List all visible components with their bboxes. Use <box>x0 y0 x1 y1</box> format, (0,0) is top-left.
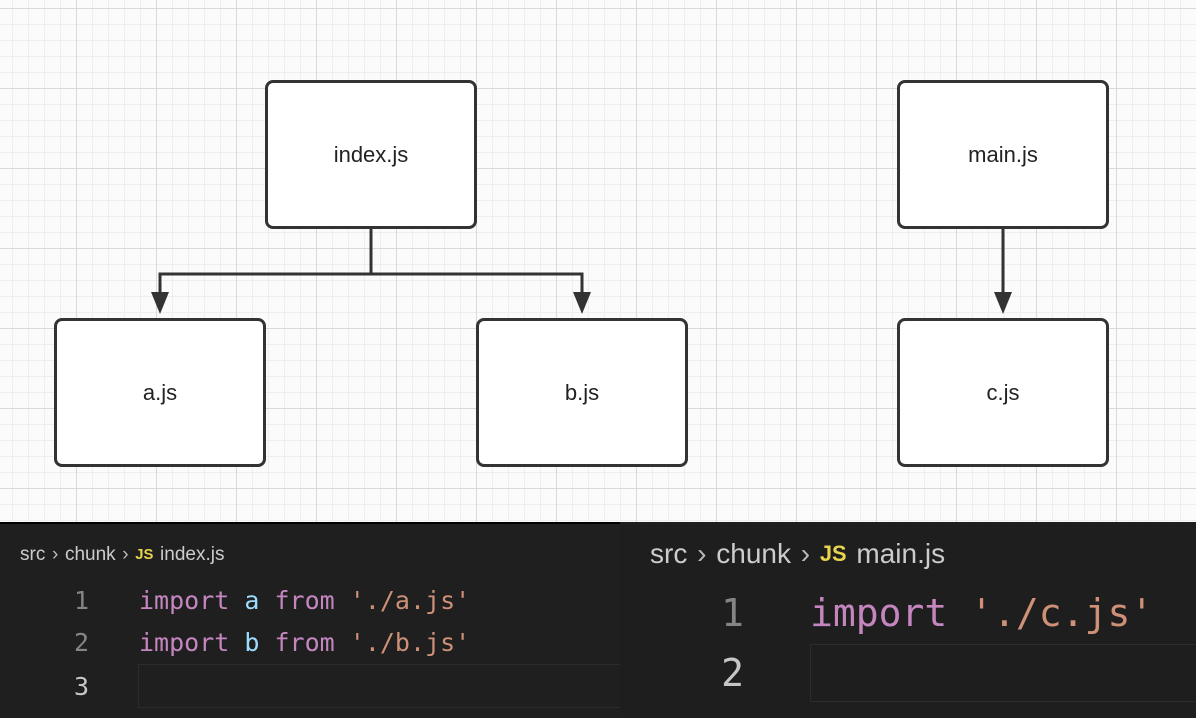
breadcrumb-src[interactable]: src <box>650 538 688 569</box>
current-line-highlight <box>810 644 1196 702</box>
chevron-right-icon: › <box>122 544 129 565</box>
chevron-right-icon: › <box>800 538 811 569</box>
node-c-js-label: c.js <box>986 379 1020 405</box>
identifier: b <box>244 627 260 657</box>
string-literal: './b.js' <box>349 627 471 657</box>
breadcrumb-src[interactable]: src <box>20 544 46 565</box>
string-literal: './a.js' <box>349 585 471 615</box>
arrowhead-to-b <box>573 292 591 314</box>
arrowhead-to-a <box>151 292 169 314</box>
chevron-right-icon: › <box>51 544 59 565</box>
editor-index-js[interactable]: src › chunk › JS index.js 1 import a fro… <box>0 522 620 718</box>
arrowhead-to-c <box>994 292 1012 314</box>
breadcrumb-chunk[interactable]: chunk <box>64 544 116 565</box>
diagram-edges <box>151 228 1012 314</box>
node-main-js: main.js <box>897 80 1109 229</box>
identifier: a <box>244 585 260 615</box>
node-a-js: a.js <box>54 318 266 467</box>
line-number: 2 <box>73 627 89 657</box>
code-line[interactable]: 3 <box>0 666 89 706</box>
node-b-js: b.js <box>476 318 688 467</box>
node-index-js: index.js <box>265 80 477 229</box>
line-number: 1 <box>721 591 744 635</box>
keyword-import: import <box>139 627 230 657</box>
breadcrumb-chunk[interactable]: chunk <box>716 538 791 569</box>
dependency-diagram: index.js main.js a.js b.js c.js <box>0 0 1196 522</box>
node-c-js: c.js <box>897 318 1109 467</box>
node-main-js-label: main.js <box>968 141 1038 167</box>
edge-index-to-a-and-b <box>158 228 584 298</box>
line-number: 2 <box>721 651 744 695</box>
editor-main-js[interactable]: src › chunk › JS main.js 1 import './c.j… <box>620 522 1196 718</box>
chevron-right-icon: › <box>697 538 707 569</box>
node-index-js-label: index.js <box>333 141 409 167</box>
js-file-icon: JS <box>135 547 154 563</box>
keyword-import: import <box>810 591 948 635</box>
breadcrumb-file[interactable]: index.js <box>160 544 225 565</box>
breadcrumb-file[interactable]: main.js <box>856 538 946 569</box>
code-line[interactable]: 2 import b from './b.js' <box>0 624 470 660</box>
breadcrumb: src › chunk › JS main.js <box>650 538 945 570</box>
node-b-js-label: b.js <box>564 379 600 405</box>
code-line[interactable]: 2 <box>620 648 744 698</box>
string-literal: './c.js' <box>970 591 1154 635</box>
js-file-icon: JS <box>819 541 847 566</box>
keyword-from: from <box>274 627 335 657</box>
node-a-js-label: a.js <box>142 379 178 405</box>
line-number: 1 <box>73 585 89 615</box>
keyword-from: from <box>274 585 335 615</box>
code-line[interactable]: 1 import './c.js' <box>620 588 1153 638</box>
breadcrumb: src › chunk › JS index.js <box>20 544 224 566</box>
code-line[interactable]: 1 import a from './a.js' <box>0 582 470 618</box>
keyword-import: import <box>139 585 230 615</box>
current-line-highlight <box>138 664 620 708</box>
line-number: 3 <box>73 671 89 701</box>
